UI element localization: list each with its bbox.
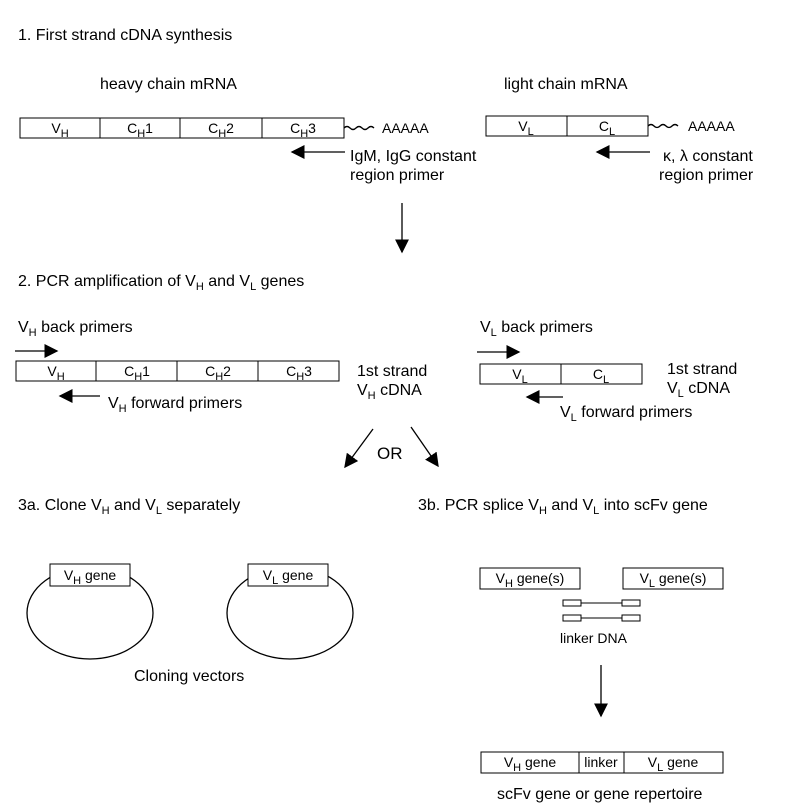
scfv-caption: scFv gene or gene repertoire: [497, 786, 703, 803]
vl-cdna-segment-cl: [560, 363, 643, 385]
linker-fragment-1-right: [621, 599, 641, 607]
light-mrna-cl-label: CL: [599, 118, 615, 138]
vl-forward-primers-label: VL forward primers: [560, 404, 692, 424]
light-polya-tail: [647, 123, 679, 129]
vh-gene-insert-label: VH gene: [64, 567, 117, 587]
or-right-arrow: [410, 426, 439, 468]
linker-fragment-2-right: [621, 614, 641, 622]
scfv-gene-construct: VH gene linker VL gene: [480, 751, 724, 774]
vh-genes-label: VH gene(s): [496, 570, 565, 590]
heavy-mrna-ch1-label: CH1: [127, 120, 153, 140]
vh-cdna-vh-label: VH: [47, 363, 64, 383]
vh-back-primers-label: VH back primers: [18, 319, 133, 339]
linker-dna-label: linker DNA: [560, 630, 628, 646]
vh-first-strand-label-1: 1st strand: [357, 363, 427, 380]
vh-cdna-ch2-label: CH2: [205, 363, 231, 383]
vl-first-strand-label-2: VL cDNA: [667, 380, 730, 400]
scfv-vl-segment: [623, 751, 724, 774]
light-chain-mrna-bar: VL CL: [485, 115, 649, 138]
heavy-polya-tail: [343, 125, 375, 131]
vh-first-strand-label-2: VH cDNA: [357, 382, 422, 402]
vl-gene-insert-box: [247, 563, 329, 587]
heavy-chain-mrna-label: heavy chain mRNA: [100, 76, 237, 93]
heavy-mrna-ch3-label: CH3: [290, 120, 316, 140]
vh-first-strand-cdna-bar: VH CH1 CH2 CH3: [15, 360, 340, 383]
vh-gene-insert-box: [49, 563, 131, 587]
vh-cdna-ch3-label: CH3: [286, 363, 312, 383]
or-left-arrow: [344, 428, 374, 469]
light-primer-label-2: region primer: [659, 167, 754, 184]
vl-first-strand-label-1: 1st strand: [667, 361, 737, 378]
cloning-vectors-caption: Cloning vectors: [134, 668, 244, 685]
vl-first-strand-cdna-bar: VL CL: [479, 363, 643, 386]
heavy-polya-label: AAAAA: [382, 120, 429, 136]
heavy-primer-label-1: IgM, IgG constant: [350, 148, 477, 165]
step2-title: 2. PCR amplification of VH and VL genes: [18, 273, 304, 293]
or-label: OR: [377, 444, 403, 463]
light-chain-mrna-label: light chain mRNA: [504, 76, 628, 93]
vl-genes-label: VL gene(s): [640, 570, 707, 590]
vl-genes-box: [622, 567, 724, 590]
vh-genes-box: [479, 567, 581, 590]
linker-fragment-1-left: [562, 599, 582, 607]
heavy-mrna-ch2-label: CH2: [208, 120, 234, 140]
step1-title: 1. First strand cDNA synthesis: [18, 27, 232, 44]
light-mrna-vl-label: VL: [518, 118, 533, 138]
vl-gene-insert-label: VL gene: [263, 567, 314, 587]
vh-cdna-segment-ch3: [257, 360, 340, 382]
light-polya-label: AAAAA: [688, 118, 735, 134]
vh-cdna-ch1-label: CH1: [124, 363, 150, 383]
step3b-title: 3b. PCR splice VH and VL into scFv gene: [418, 497, 708, 517]
linker-fragment-2-left: [562, 614, 582, 622]
scfv-vl-label: VL gene: [648, 754, 699, 774]
heavy-mrna-vh-label: VH: [51, 120, 68, 140]
vl-cdna-vl-label: VL: [512, 366, 527, 386]
heavy-primer-label-2: region primer: [350, 167, 445, 184]
heavy-chain-mrna-bar: VH CH1 CH2 CH3: [19, 117, 345, 140]
scfv-linker-label: linker: [584, 754, 618, 770]
linker-dna-fragments: [562, 599, 641, 622]
scfv-vh-label: VH gene: [504, 754, 557, 774]
light-primer-label-1: κ, λ constant: [663, 148, 753, 165]
vl-cdna-cl-label: CL: [593, 366, 609, 386]
vl-back-primers-label: VL back primers: [480, 319, 593, 339]
vh-forward-primers-label: VH forward primers: [108, 395, 242, 415]
step3a-title: 3a. Clone VH and VL separately: [18, 497, 240, 517]
